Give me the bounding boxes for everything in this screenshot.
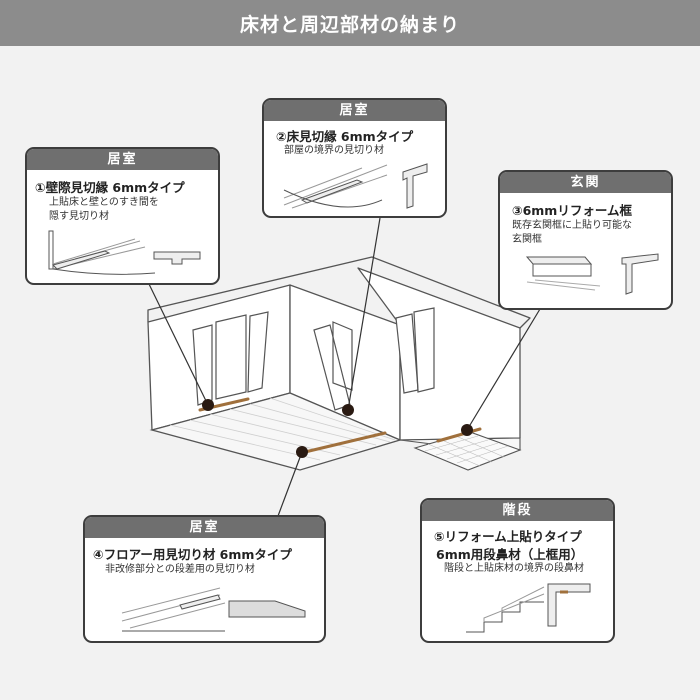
marker-dot-2[interactable] (342, 404, 354, 416)
callout-room-label: 玄関 (500, 172, 671, 193)
callout-wall-trim: 居室 ①壁際見切縁 6mmタイプ 上貼床と壁とのすき間を 隠す見切り材 (25, 147, 220, 285)
genkan-frame-profile (621, 253, 659, 295)
callout-room-label: 居室 (27, 149, 218, 170)
callout-genkan-frame: 玄関 ③6mmリフォーム框 既存玄関框に上貼り可能な 玄関框 (498, 170, 673, 310)
callout-title: ②床見切縁 6mmタイプ (276, 129, 414, 144)
callout-title: ①壁際見切縁 6mmタイプ (35, 180, 185, 195)
step-trim-sketch (121, 587, 226, 632)
step-trim-profile (228, 600, 306, 618)
marker-dot-1[interactable] (202, 399, 214, 411)
callout-title: ④フロアー用見切り材 6mmタイプ (93, 547, 292, 562)
leader-line-2 (347, 217, 381, 411)
stair-nosing-profile (547, 583, 591, 627)
leader-line-1 (147, 281, 209, 406)
genkan-frame-strip (436, 427, 482, 443)
callout-floor-step-trim: 居室 ④フロアー用見切り材 6mmタイプ 非改修部分との段差用の見切り材 (83, 515, 326, 643)
callout-desc-2: 隠す見切り材 (49, 211, 109, 222)
callout-desc-2: 玄関框 (512, 234, 542, 245)
callout-desc-1: 非改修部分との段差用の見切り材 (105, 564, 255, 575)
callout-title: ③6mmリフォーム框 (512, 203, 632, 218)
wall-trim-sketch (48, 230, 155, 275)
floor-transition-sketch (283, 164, 388, 209)
page-title-banner: 床材と周辺部材の納まり (0, 0, 700, 46)
marker-dot-3[interactable] (461, 424, 473, 436)
callout-desc-1: 階段と上貼床材の境界の段鼻材 (444, 563, 584, 574)
floor-transition-profile (402, 163, 428, 209)
leader-line-3 (466, 308, 541, 431)
callout-title: ⑤リフォーム上貼りタイプ (434, 529, 582, 544)
callout-desc-1: 部屋の境界の見切り材 (284, 145, 384, 156)
floor-transition-strip (303, 431, 387, 454)
genkan-frame-sketch (525, 256, 601, 291)
callout-title-line2: 6mm用段鼻材（上框用） (436, 547, 584, 562)
leader-line-4 (277, 451, 303, 517)
callout-room-label: 階段 (422, 500, 613, 521)
callout-floor-transition: 居室 ②床見切縁 6mmタイプ 部屋の境界の見切り材 (262, 98, 447, 218)
callout-desc-1: 上貼床と壁とのすき間を (49, 197, 159, 208)
marker-dot-4[interactable] (296, 446, 308, 458)
callout-desc-1: 既存玄関框に上貼り可能な (512, 220, 632, 231)
stair-sketch (466, 586, 545, 633)
callout-stair-nosing: 階段 ⑤リフォーム上貼りタイプ 6mm用段鼻材（上框用） 階段と上貼床材の境界の… (420, 498, 615, 643)
callout-room-label: 居室 (85, 517, 324, 538)
callout-room-label: 居室 (264, 100, 445, 121)
door-left-2 (247, 311, 269, 393)
wall-trim-profile (153, 251, 201, 265)
